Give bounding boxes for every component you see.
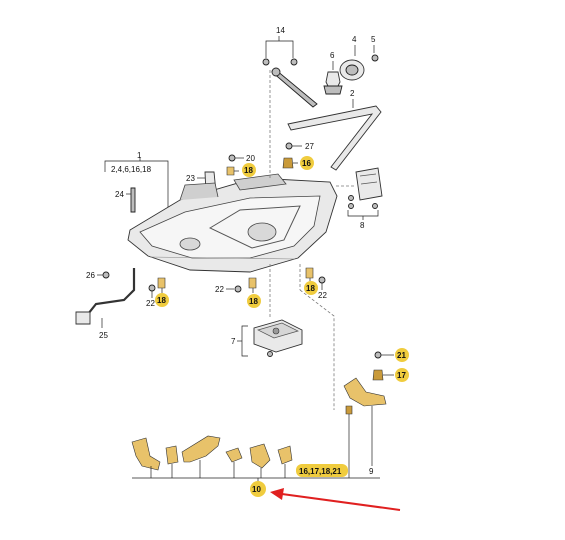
part-group-18-22-right: 18 22 [304, 267, 327, 300]
mounting-bracket-9 [343, 377, 387, 407]
badge-18d [304, 281, 318, 295]
callout-16: 16 [302, 159, 311, 168]
drl-light-guide [208, 205, 301, 249]
badge-17 [395, 368, 409, 382]
badge-10 [250, 481, 266, 497]
headlight-housing [127, 173, 338, 273]
callout-14: 14 [276, 26, 285, 35]
callout-5: 5 [371, 35, 376, 44]
callout-8: 8 [360, 221, 365, 230]
callout-24: 24 [115, 190, 124, 199]
kit-bracket-5 [249, 443, 271, 469]
kit-bracket-3 [181, 435, 221, 463]
callout-1: 1 [137, 151, 142, 160]
connector-25 [75, 311, 91, 325]
badge-18c [247, 294, 261, 308]
part-group-27-16: 27 16 [282, 142, 314, 170]
part-group-8: 8 [347, 167, 383, 230]
clip-18b [157, 277, 166, 289]
callout-9: 9 [369, 467, 374, 476]
clip-16 [282, 157, 294, 169]
screw-20 [228, 154, 236, 162]
guide-lines [269, 70, 356, 410]
kit-bracket-1 [131, 437, 161, 471]
red-pointer-arrow [270, 488, 401, 511]
badge-21 [395, 348, 409, 362]
screw-27 [285, 142, 293, 150]
mounting-bar-14 [271, 69, 318, 108]
callout-2: 2 [350, 89, 355, 98]
kit-bracket-4 [225, 447, 243, 463]
callout-18a: 18 [244, 166, 253, 175]
callout-group-1: 1 2,4,6,16,18 [104, 151, 169, 218]
screw-24 [130, 187, 136, 213]
nut-17 [372, 369, 384, 381]
kit-bracket-2 [165, 445, 179, 465]
callout-26: 26 [86, 271, 95, 280]
part-group-9-17-21: 21 17 9 [343, 348, 409, 478]
callout-6: 6 [330, 51, 335, 60]
control-module-8 [355, 167, 383, 201]
trim-strip-2 [287, 105, 382, 171]
clip-18d [305, 267, 314, 279]
kit-bracket-6 [277, 445, 293, 465]
screw-22b [234, 285, 242, 293]
callout-10: 10 [252, 485, 261, 494]
part-group-14: 14 [262, 26, 318, 108]
part-group-7: 7 [231, 319, 303, 357]
callout-22a: 22 [146, 299, 155, 308]
callout-7: 7 [231, 337, 236, 346]
clip-18a [226, 166, 235, 176]
part-group-22-18-left: 22 18 22 18 [146, 277, 261, 308]
clip-18c [248, 277, 257, 289]
callout-17: 17 [397, 371, 406, 380]
callout-21: 21 [397, 351, 406, 360]
callout-27: 27 [305, 142, 314, 151]
projector-lens [247, 222, 277, 242]
callout-18c: 18 [249, 297, 258, 306]
callout-4: 4 [352, 35, 357, 44]
screw-22a [148, 284, 156, 292]
clip-26 [102, 271, 110, 279]
repair-kit-10: 16,17,18,21 10 [131, 435, 380, 497]
screw-21 [374, 351, 382, 359]
part-group-25-26: 26 25 [75, 268, 136, 340]
badge-multi [296, 464, 348, 477]
screw-5 [371, 54, 379, 62]
callout-20: 20 [246, 154, 255, 163]
screw-22c [318, 276, 326, 284]
badge-18a [242, 163, 256, 177]
badge-18b [155, 293, 169, 307]
badge-16 [300, 156, 314, 170]
callout-22c: 22 [318, 291, 327, 300]
part-group-6-4-5: 6 4 5 [323, 35, 379, 95]
screw-14a [262, 58, 270, 66]
callout-23: 23 [186, 174, 195, 183]
callout-25: 25 [99, 331, 108, 340]
housing-rear-mount [179, 182, 219, 201]
callout-18d: 18 [306, 284, 315, 293]
callout-22b: 22 [215, 285, 224, 294]
callout-multi: 16,17,18,21 [299, 467, 342, 476]
callout-18b: 18 [157, 296, 166, 305]
part-group-2: 2 [287, 89, 382, 171]
callout-1-list: 2,4,6,16,18 [111, 165, 152, 174]
callout-bracket-14 [265, 40, 294, 47]
screw-14b [290, 58, 298, 66]
